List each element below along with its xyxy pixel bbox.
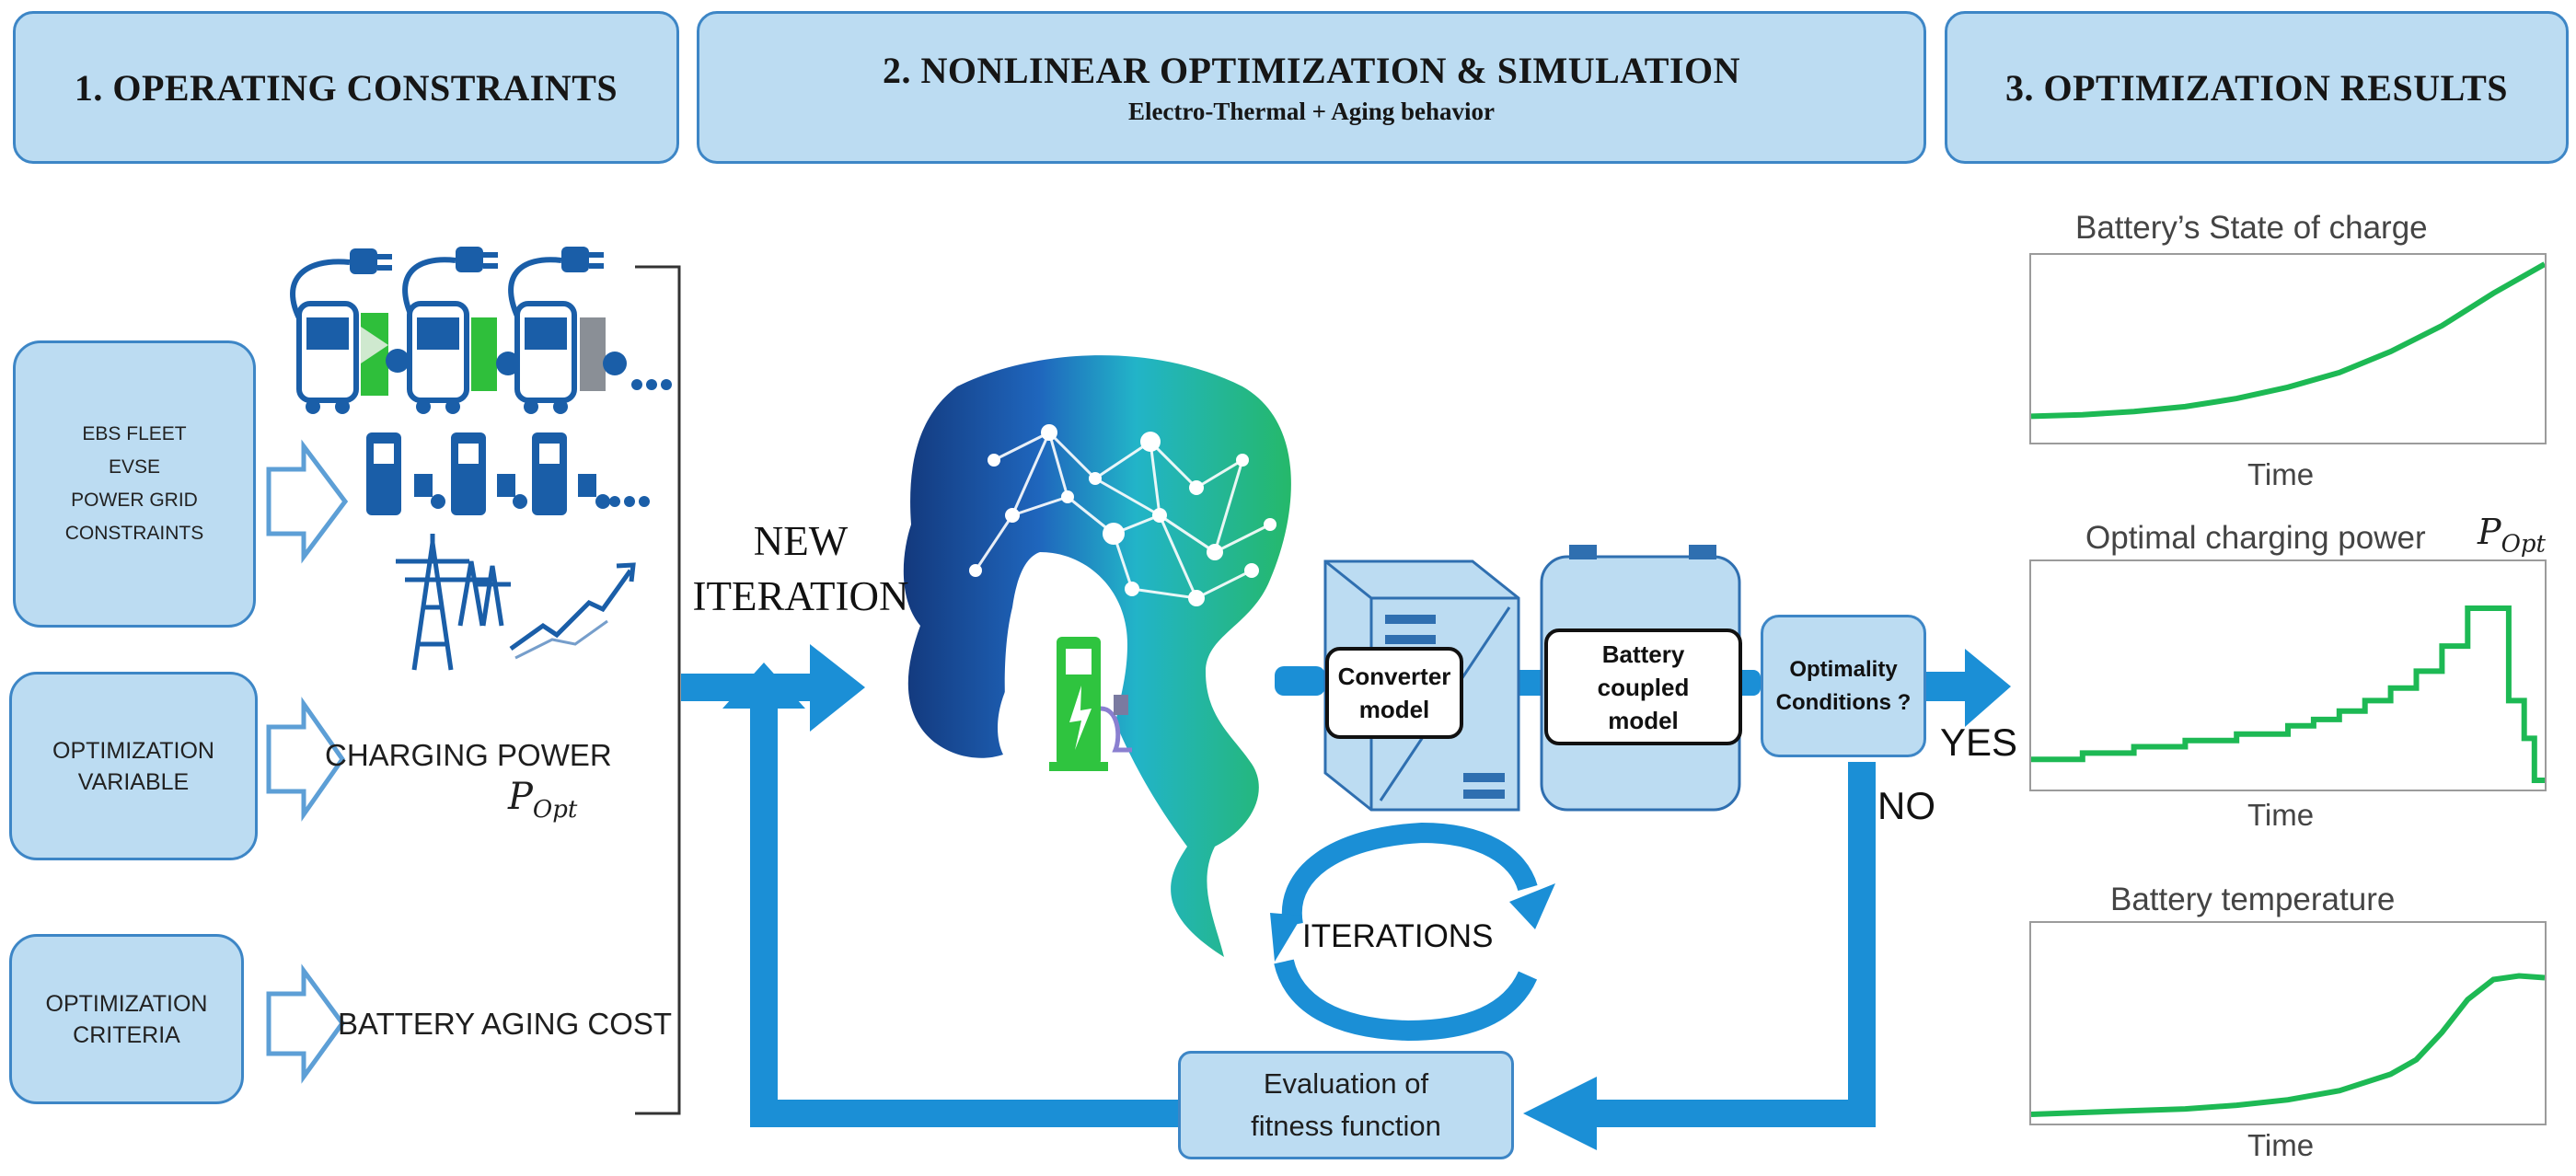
- optimality-line: Conditions ?: [1775, 689, 1912, 715]
- header-title: 3. OPTIMIZATION RESULTS: [2004, 66, 2509, 109]
- fitness-evaluation-box: Evaluation of fitness function: [1178, 1051, 1514, 1159]
- temp-series-line: [2030, 973, 2546, 1117]
- new-iteration-label: NEW ITERATION: [681, 513, 920, 624]
- battery-model-line: Battery: [1601, 640, 1685, 668]
- yes-arrow-icon: [1925, 649, 2011, 727]
- yes-label: YES: [1940, 721, 2018, 764]
- variable-line: VARIABLE: [77, 768, 190, 795]
- ai-head-icon: [903, 355, 1291, 957]
- header-title: 1. OPERATING CONSTRAINTS: [74, 66, 618, 109]
- soc-chart-title: Battery’s State of charge: [2075, 210, 2428, 246]
- power-chart-title: Optimal charging power: [2085, 520, 2426, 556]
- temp-chart-frame: [2029, 921, 2547, 1125]
- converter-model-line: Converter: [1337, 663, 1451, 690]
- soc-chart-frame: [2029, 253, 2547, 444]
- p-symbol: P: [508, 776, 533, 818]
- new-iteration-line: NEW: [753, 518, 849, 564]
- power-time-label: Time: [2247, 798, 2315, 832]
- bus-fleet-icon: [290, 247, 672, 414]
- ev-charger-icon: [1049, 637, 1132, 771]
- constraint-line: EBS FLEET: [82, 423, 187, 444]
- power-chart: [2031, 605, 2545, 783]
- header-subtitle: Electro-Thermal + Aging behavior: [1127, 98, 1496, 125]
- power-pylon-icon: [396, 534, 511, 671]
- temp-chart-title: Battery temperature: [2110, 882, 2396, 917]
- p-opt-symbol: POpt: [508, 776, 577, 824]
- hollow-arrow-icon: [266, 439, 349, 1084]
- variable-line: OPTIMIZATION: [52, 737, 214, 764]
- criteria-line: OPTIMIZATION: [45, 990, 208, 1017]
- feedback-loop-arrow-icon: [722, 663, 1876, 1150]
- soc-chart: [2030, 261, 2547, 420]
- no-label: NO: [1877, 784, 1935, 827]
- optimization-criteria-box: OPTIMIZATION CRITERIA: [9, 934, 244, 1104]
- charging-power-label: CHARGING POWER: [325, 738, 612, 772]
- battery-aging-cost-label: BATTERY AGING COST: [338, 1007, 673, 1041]
- power-p-opt-symbol: POpt: [2478, 512, 2546, 559]
- power-p-symbol: P: [2478, 512, 2501, 552]
- converter-model-box: Converter model: [1325, 647, 1463, 739]
- optimality-line: Optimality: [1789, 656, 1898, 682]
- constraint-line: EVSE: [108, 456, 161, 478]
- battery-coupled-model-box: Battery coupled model: [1544, 628, 1742, 745]
- header-nonlinear-optimization: 2. NONLINEAR OPTIMIZATION & SIMULATION E…: [697, 11, 1926, 164]
- soc-series-line: [2030, 261, 2547, 420]
- battery-model-line: coupled: [1597, 673, 1690, 701]
- evaluation-line: Evaluation of: [1263, 1067, 1429, 1100]
- power-chart-frame: [2029, 559, 2547, 791]
- power-p-subscript: Opt: [2501, 530, 2546, 559]
- new-iteration-line: ITERATION: [692, 573, 909, 619]
- iterations-label: ITERATIONS: [1302, 918, 1494, 954]
- temp-time-label: Time: [2247, 1128, 2315, 1162]
- iterations-cycle-icon: [1274, 822, 1538, 1042]
- converter-model-line: model: [1358, 696, 1430, 723]
- optimality-conditions-box: Optimality Conditions ?: [1761, 615, 1926, 757]
- p-subscript: Opt: [532, 796, 578, 824]
- constraint-line: POWER GRID: [71, 490, 198, 511]
- header-operating-constraints: 1. OPERATING CONSTRAINTS: [13, 11, 679, 164]
- battery-model-line: model: [1608, 706, 1679, 734]
- bracket-icon: [635, 265, 681, 1115]
- soc-time-label: Time: [2247, 457, 2315, 491]
- constraint-line: CONSTRAINTS: [64, 523, 204, 544]
- header-title: 2. NONLINEAR OPTIMIZATION & SIMULATION: [882, 50, 1741, 91]
- evse-charger-icon: [366, 432, 650, 515]
- power-series-line: [2031, 605, 2545, 783]
- optimization-variable-box: OPTIMIZATION VARIABLE: [9, 672, 258, 860]
- evaluation-line: fitness function: [1251, 1110, 1441, 1142]
- temp-chart: [2030, 973, 2546, 1117]
- header-optimization-results: 3. OPTIMIZATION RESULTS: [1945, 11, 2569, 164]
- constraints-box: EBS FLEET EVSE POWER GRID CONSTRAINTS: [13, 340, 256, 628]
- criteria-line: CRITERIA: [73, 1021, 180, 1048]
- growth-chart-icon: [509, 562, 636, 660]
